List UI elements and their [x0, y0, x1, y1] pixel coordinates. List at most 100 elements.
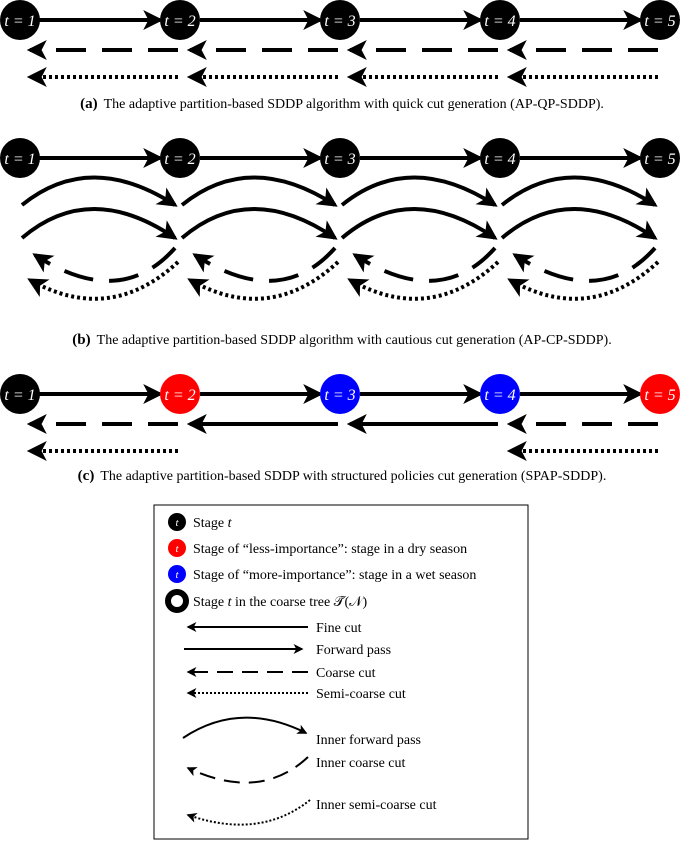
inner-coarse-cut-arrow — [512, 246, 657, 283]
legend-text: Inner coarse cut — [316, 756, 406, 771]
legend-symbol-label: t — [175, 543, 179, 555]
stage-nodes: t = 1 t = 2 t = 3 t = 4 t = 5 — [0, 374, 680, 414]
panel-caption: (b) The adaptive partition-based SDDP alg… — [72, 332, 611, 348]
caption-text: The adaptive partition-based SDDP algori… — [97, 333, 612, 348]
legend-entry-semi-coarse-cut: Semi-coarse cut — [186, 687, 406, 702]
legend-text: Forward pass — [316, 643, 391, 658]
legend-entry-coarse-cut: Coarse cut — [186, 666, 376, 681]
inner-semi-coarse-cut-arrow — [347, 260, 500, 301]
stage-node — [320, 0, 360, 40]
inner-forward-pass-sample-arrow — [182, 716, 308, 739]
stage-node — [480, 374, 520, 414]
legend-text: Fine cut — [316, 621, 362, 636]
legend-text: Stage of “more-importance”: stage in a w… — [193, 568, 476, 583]
inner-semi-coarse-cut-arrow — [507, 260, 660, 301]
caption-text: The adaptive partition-based SDDP algori… — [104, 97, 604, 112]
legend-entry-coarse-tree: Stage t in the coarse tree 𝒯̃(𝒩) — [165, 589, 368, 613]
legend-symbol-label: t — [175, 569, 179, 581]
stage-node-label: t = 2 — [164, 387, 195, 404]
stage-node-label: t = 3 — [324, 151, 355, 168]
legend-stage-symbol — [168, 513, 186, 531]
legend-entry-stage: t Stage t — [168, 513, 233, 531]
inner-forward-pass-arrow — [340, 175, 498, 207]
legend-entry-inner-forward-pass: Inner forward pass — [182, 716, 421, 748]
caption-prefix: (c) — [78, 468, 95, 484]
legend-entry-fine-cut: Fine cut — [186, 621, 362, 636]
stage-node — [320, 138, 360, 178]
panel-caption: (a) The adaptive partition-based SDDP alg… — [80, 96, 604, 112]
legend-text-italic: t — [228, 595, 233, 610]
legend: t Stage t t Stage of “less-importance”: … — [153, 504, 529, 840]
legend-text-main: Stage — [193, 595, 228, 610]
stage-node — [320, 374, 360, 414]
inner-forward-pass-arrow — [500, 175, 658, 207]
stage-node — [0, 374, 40, 414]
stage-node — [640, 0, 680, 40]
stage-nodes: t = 1 t = 2 t = 3 t = 4 t = 5 — [0, 138, 680, 178]
legend-stage-symbol — [168, 539, 186, 557]
legend-entry-less-importance: t Stage of “less-importance”: stage in a… — [168, 539, 467, 557]
stage-node-label: t = 5 — [644, 387, 675, 404]
legend-text: Semi-coarse cut — [316, 687, 406, 702]
legend-text: Stage t in the coarse tree 𝒯̃(𝒩) — [193, 595, 368, 610]
stage-node-label: t = 5 — [644, 151, 675, 168]
panel-c: t = 1 t = 2 t = 3 t = 4 t = 5 (c) The ada… — [0, 374, 680, 484]
legend-entry-more-importance: t Stage of “more-importance”: stage in a… — [168, 565, 476, 583]
inner-semi-coarse-cut-sample-arrow — [186, 799, 311, 826]
stage-node-label: t = 1 — [4, 387, 35, 404]
legend-stage-symbol — [168, 565, 186, 583]
stage-node-label: t = 4 — [484, 387, 515, 404]
legend-text: Inner forward pass — [316, 733, 421, 748]
legend-text-main: Stage — [193, 516, 228, 531]
legend-text: Stage t — [193, 516, 233, 531]
stage-node-label: t = 1 — [4, 151, 35, 168]
legend-text: Coarse cut — [316, 666, 376, 681]
inner-forward-pass-arrow — [20, 207, 178, 240]
stage-node-label: t = 2 — [164, 151, 195, 168]
panel-caption: (c) The adaptive partition-based SDDP wit… — [78, 468, 607, 484]
stage-node-label: t = 2 — [164, 13, 195, 30]
stage-node — [160, 138, 200, 178]
inner-semi-coarse-cut-arrow — [27, 260, 180, 301]
stage-node-label: t = 5 — [644, 13, 675, 30]
caption-prefix: (a) — [80, 96, 98, 112]
inner-arcs — [20, 175, 660, 301]
inner-coarse-cut-arrow — [192, 246, 337, 283]
legend-text-italic: t — [228, 516, 233, 531]
panel-b: t = 1 t = 2 t = 3 t = 4 t = 5 (b) The ada… — [0, 138, 680, 348]
stage-node-label: t = 3 — [324, 387, 355, 404]
inner-forward-pass-arrow — [500, 207, 658, 240]
stage-node-label: t = 4 — [484, 13, 515, 30]
caption-text: The adaptive partition-based SDDP with s… — [100, 469, 606, 484]
stage-node-label: t = 4 — [484, 151, 515, 168]
inner-forward-pass-arrow — [180, 175, 338, 207]
inner-semi-coarse-cut-arrow — [187, 260, 340, 301]
stage-nodes: t = 1 t = 2 t = 3 t = 4 t = 5 — [0, 0, 680, 40]
stage-node-label: t = 3 — [324, 13, 355, 30]
inner-coarse-cut-sample-arrow — [186, 756, 309, 784]
inner-forward-pass-arrow — [20, 175, 178, 207]
cut-arrows — [26, 414, 658, 461]
inner-forward-pass-arrow — [340, 207, 498, 240]
legend-box — [153, 504, 529, 840]
legend-symbol-label: t — [175, 517, 179, 529]
legend-text-tail: in the coarse tree 𝒯̃(𝒩) — [232, 595, 368, 610]
stage-node — [640, 374, 680, 414]
stage-node — [160, 374, 200, 414]
legend-entry-inner-coarse-cut: Inner coarse cut — [186, 756, 406, 784]
inner-forward-pass-arrow — [180, 207, 338, 240]
legend-entry-inner-semi-coarse-cut: Inner semi-coarse cut — [186, 798, 437, 826]
stage-node — [480, 138, 520, 178]
inner-coarse-cut-arrow — [32, 246, 177, 283]
stage-node — [640, 138, 680, 178]
stage-node — [480, 0, 520, 40]
inner-coarse-cut-arrow — [352, 246, 497, 283]
stage-node — [0, 138, 40, 178]
legend-text: Stage of “less-importance”: stage in a d… — [193, 542, 467, 557]
legend-text: Inner semi-coarse cut — [316, 798, 437, 813]
panel-a: t = 1 t = 2 t = 3 t = 4 t = 5 (a) The ada… — [0, 0, 680, 112]
caption-prefix: (b) — [72, 332, 90, 348]
stage-node — [0, 0, 40, 40]
coarse-tree-ring-icon — [165, 589, 189, 613]
